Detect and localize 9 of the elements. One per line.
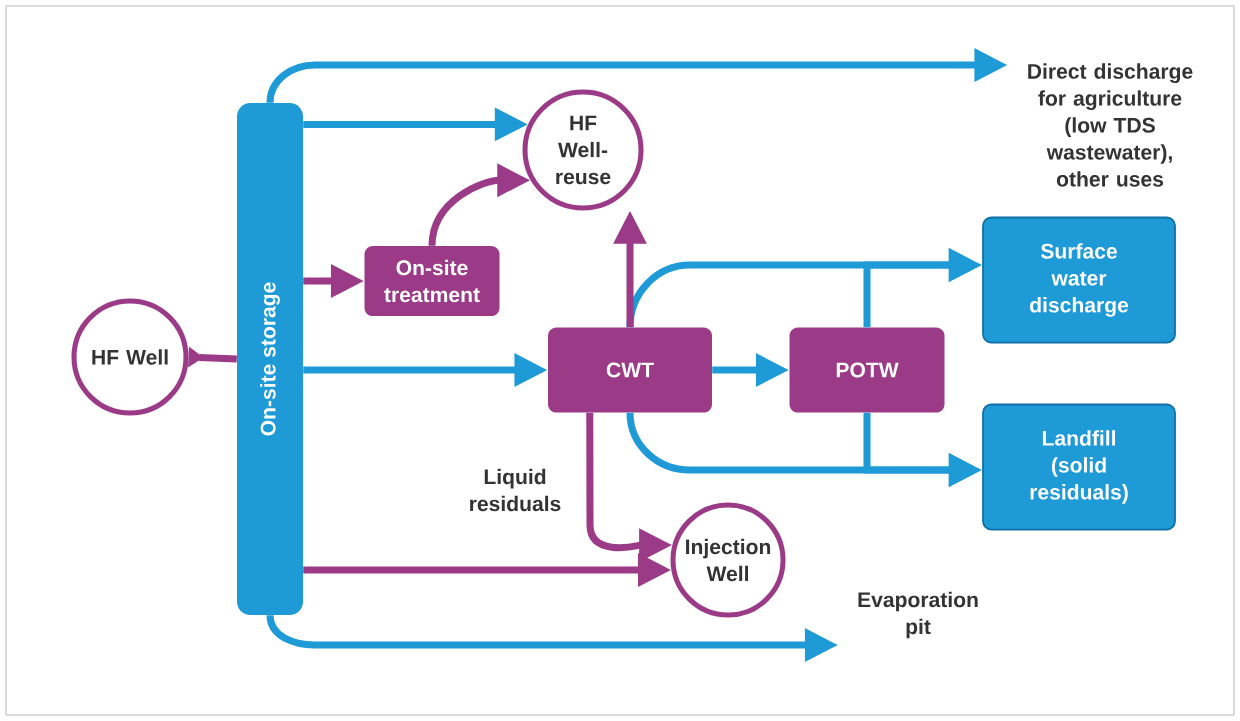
destination-box: Surface water discharge xyxy=(982,216,1176,344)
process-box: CWT xyxy=(548,327,712,413)
destination-label: Evaporation pit xyxy=(858,591,978,639)
destination-label: Direct discharge for agriculture (low TDS wastewater), other uses xyxy=(1028,63,1193,187)
process-box: POTW xyxy=(789,327,945,413)
destination-box: Landfill (solid residuals) xyxy=(982,403,1176,531)
storage-bar: On-site storage xyxy=(237,103,303,615)
edge-label: Liquid residuals xyxy=(455,466,575,514)
process-box: On-site treatment xyxy=(364,246,500,316)
